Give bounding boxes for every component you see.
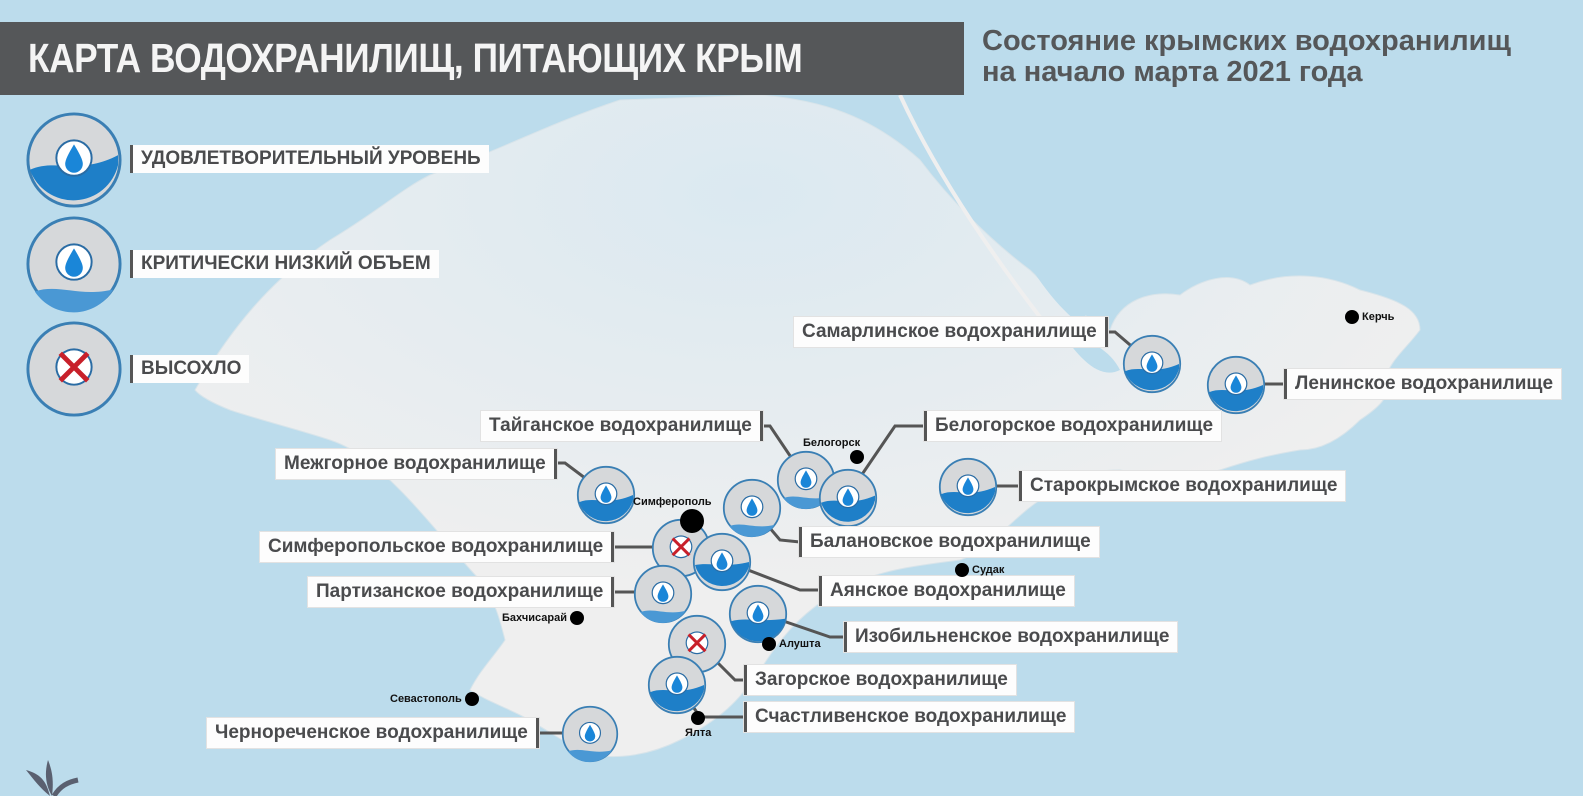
- mezhgornoe-reservoir-icon[interactable]: [576, 465, 636, 525]
- subtitle-line-1: Состояние крымских водохранилищ: [982, 25, 1511, 57]
- city-dot-icon: [679, 509, 704, 533]
- partizanskoe-reservoir-icon[interactable]: [633, 564, 693, 624]
- city-sudak: Судак: [955, 563, 1004, 577]
- belogorskoe-reservoir-icon[interactable]: [818, 468, 878, 528]
- label-schastlivenskoe[interactable]: Счастливенское водохранилище: [744, 702, 1075, 732]
- label-samarlinskoe[interactable]: Самарлинское водохранилище: [794, 317, 1108, 347]
- legend-label-critical: КРИТИЧЕСКИ НИЗКИЙ ОБЪЕМ: [130, 250, 439, 278]
- city-dot-icon: [762, 637, 776, 651]
- city-simferopol: Симферополь: [633, 496, 712, 533]
- schastlivenskoe-reservoir-icon[interactable]: [647, 655, 707, 715]
- city-belogorsk: Белогорск: [803, 437, 865, 464]
- city-sevastopol: Севастополь: [390, 692, 479, 706]
- izobilnenskoe-reservoir-icon[interactable]: [728, 584, 788, 644]
- city-alushta: Алушта: [762, 637, 821, 651]
- city-dot-icon: [955, 563, 969, 577]
- chernorechenskoe-reservoir-icon[interactable]: [561, 705, 619, 763]
- label-ayanskoe[interactable]: Аянское водохранилище: [819, 576, 1074, 606]
- label-belogorskoe[interactable]: Белогорское водохранилище: [924, 411, 1222, 441]
- label-simferopolskoe[interactable]: Симферопольское водохранилище: [260, 532, 615, 562]
- legend-dry-icon: [26, 321, 122, 417]
- label-taiganskoe[interactable]: Тайганское водохранилище: [481, 411, 763, 441]
- city-kerch: Керчь: [1345, 310, 1394, 324]
- legend-label-dry: ВЫСОХЛО: [130, 355, 250, 383]
- starokrymskoe-reservoir-icon[interactable]: [938, 457, 998, 517]
- label-leninskoe[interactable]: Ленинское водохранилище: [1284, 369, 1562, 399]
- label-balanovskoe[interactable]: Балановское водохранилище: [799, 527, 1099, 557]
- label-partizanskoe[interactable]: Партизанское водохранилище: [308, 577, 615, 607]
- logo-leaf-icon: [26, 760, 79, 796]
- label-chernorechenskoe[interactable]: Чернореченское водохранилище: [207, 718, 539, 748]
- city-dot-icon: [1345, 310, 1359, 324]
- legend-satisfactory-icon: [26, 112, 122, 208]
- label-mezhgornoe[interactable]: Межгорное водохранилище: [276, 449, 557, 479]
- subtitle: Состояние крымских водохранилищ на начал…: [982, 26, 1511, 88]
- subtitle-line-2: на начало марта 2021 года: [982, 56, 1363, 88]
- leninskoe-reservoir-icon[interactable]: [1206, 355, 1266, 415]
- legend-label-satisfactory: УДОВЛЕТВОРИТЕЛЬНЫЙ УРОВЕНЬ: [130, 145, 489, 173]
- city-dot-icon: [570, 611, 584, 625]
- page-title: КАРТА ВОДОХРАНИЛИЩ, ПИТАЮЩИХ КРЫМ: [28, 35, 803, 81]
- title-bar: КАРТА ВОДОХРАНИЛИЩ, ПИТАЮЩИХ КРЫМ: [0, 22, 964, 95]
- label-starokrymskoe[interactable]: Старокрымское водохранилище: [1019, 471, 1346, 501]
- balanovskoe-reservoir-icon[interactable]: [722, 478, 782, 538]
- label-izobilnenskoe[interactable]: Изобильненское водохранилище: [844, 622, 1178, 652]
- samarlinskoe-reservoir-icon[interactable]: [1122, 334, 1182, 394]
- city-yalta: Ялта: [685, 711, 711, 739]
- city-dot-icon: [691, 711, 706, 725]
- city-dot-icon: [850, 450, 865, 464]
- city-bakhchisaray: Бахчисарай: [502, 611, 584, 625]
- ayanskoe-reservoir-icon[interactable]: [692, 532, 752, 592]
- legend-critical-icon: [26, 216, 122, 313]
- city-dot-icon: [464, 692, 479, 706]
- label-zagorskoe[interactable]: Загорское водохранилище: [744, 665, 1016, 695]
